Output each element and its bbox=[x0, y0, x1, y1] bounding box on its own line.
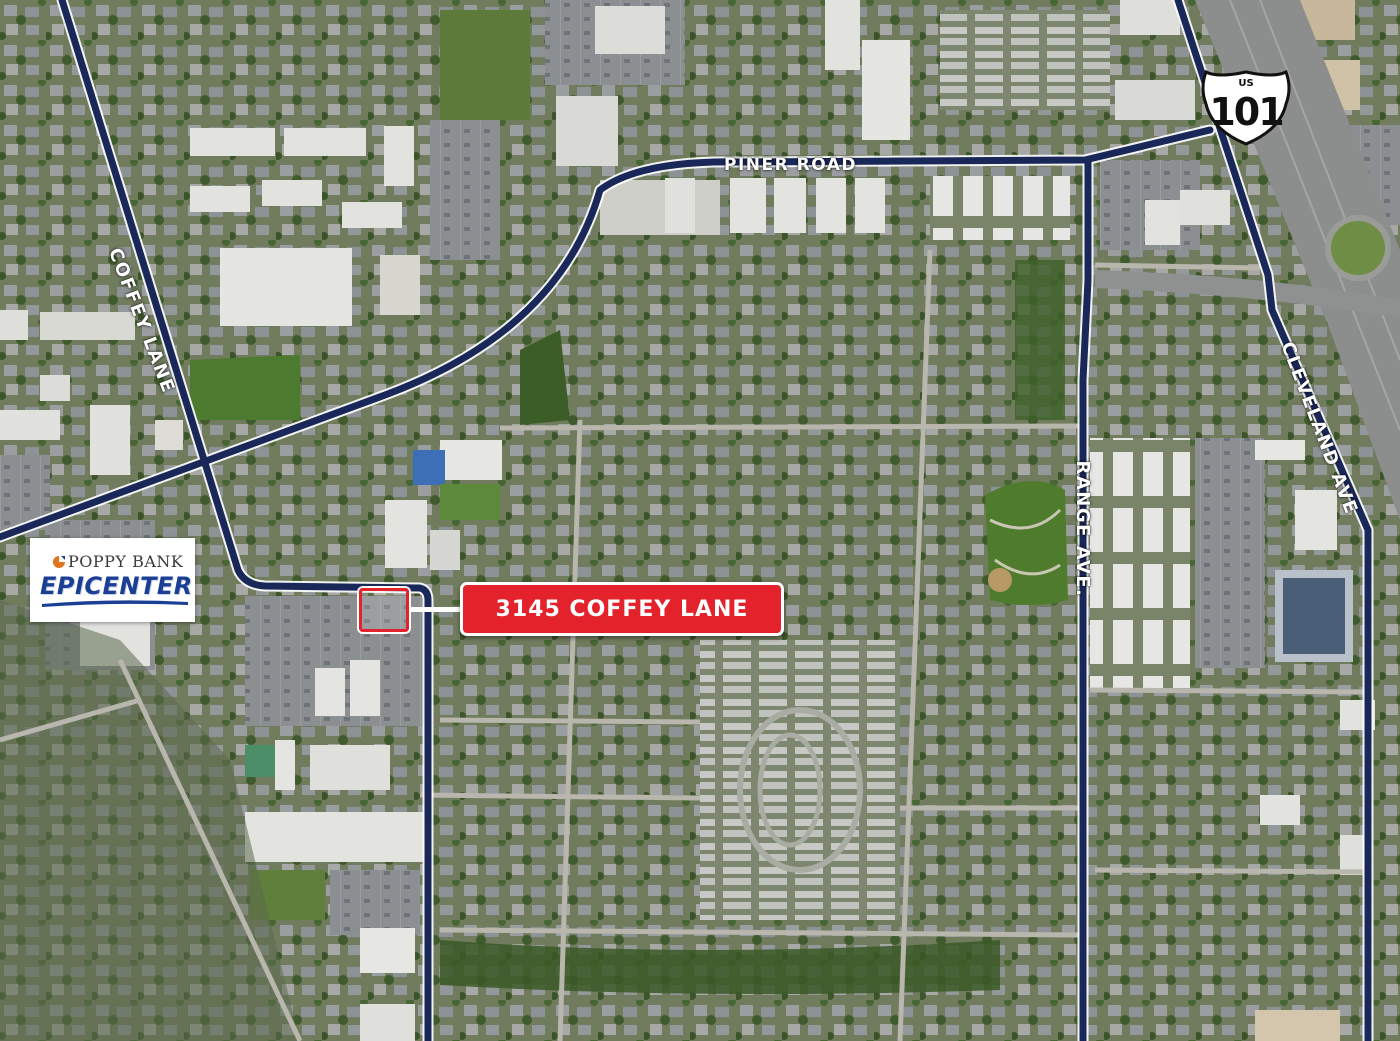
us-101-freeway bbox=[1095, 0, 1400, 520]
road-label-piner-road: PINER ROAD bbox=[724, 155, 857, 175]
property-address: 3145 COFFEY LANE bbox=[495, 596, 749, 622]
us-highway-shield-icon: US 101 bbox=[1200, 68, 1292, 146]
property-marker bbox=[359, 588, 409, 632]
park bbox=[985, 481, 1068, 605]
poppy-bank-epicenter-logo: POPPY BANK EPICENTER bbox=[30, 538, 195, 622]
logo-bottom-text: EPICENTER bbox=[40, 572, 193, 600]
callout-connector bbox=[411, 607, 461, 612]
poppy-flower-icon bbox=[53, 556, 65, 568]
highway-prefix: US bbox=[1238, 78, 1254, 89]
highway-number: 101 bbox=[1209, 90, 1284, 134]
mobile-home-park bbox=[700, 640, 900, 920]
local-streets bbox=[0, 249, 1371, 1041]
road-label-range-ave: RANGE AVE. bbox=[1072, 460, 1093, 598]
tree-cover bbox=[0, 260, 1065, 1041]
logo-top-text: POPPY BANK bbox=[68, 552, 184, 571]
logo-swoosh-icon bbox=[42, 600, 188, 607]
property-callout: 3145 COFFEY LANE bbox=[460, 582, 784, 636]
